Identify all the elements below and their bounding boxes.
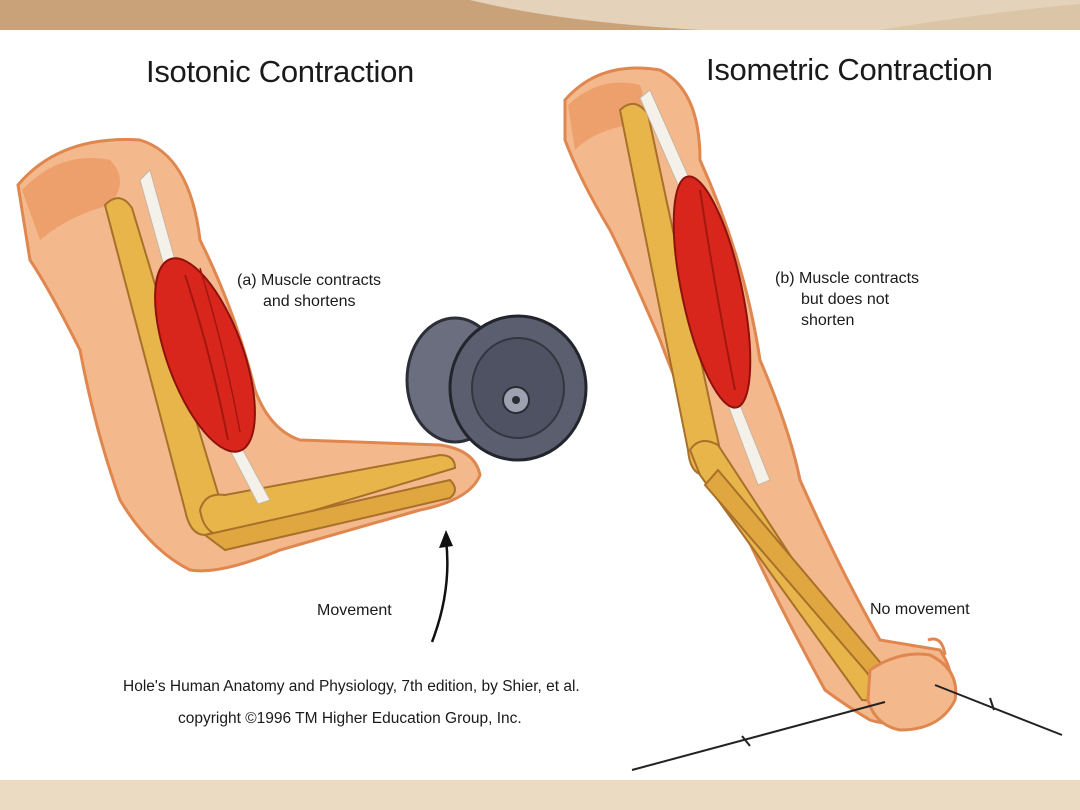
bottom-decorative-band xyxy=(0,780,1080,810)
label-a: (a) Muscle contracts and shortens xyxy=(237,270,381,312)
movement-arrow xyxy=(430,530,453,643)
arm-illustrations xyxy=(16,66,1063,771)
no-movement-label: No movement xyxy=(870,601,970,618)
credit-line1: Hole's Human Anatomy and Physiology, 7th… xyxy=(123,678,580,695)
credit-line2: copyright ©1996 TM Higher Education Grou… xyxy=(178,710,522,727)
isotonic-shoulder xyxy=(22,158,120,240)
label-b-line3: shorten xyxy=(801,312,855,329)
isometric-arm-skin xyxy=(563,66,953,725)
isotonic-radius xyxy=(198,453,457,537)
isometric-biceps-muscle xyxy=(672,175,752,409)
top-decorative-band xyxy=(0,0,1080,30)
isotonic-biceps-muscle xyxy=(154,257,256,453)
fixed-cable xyxy=(631,684,1063,771)
isotonic-ulna xyxy=(202,478,456,552)
isometric-shoulder xyxy=(568,82,644,150)
isometric-title: Isometric Contraction xyxy=(706,52,993,87)
label-a-line1: (a) Muscle contracts xyxy=(237,272,382,289)
label-b-line1: (b) Muscle contracts xyxy=(775,270,920,287)
label-b: (b) Muscle contracts but does not shorte… xyxy=(775,268,919,331)
label-b-line2: but does not xyxy=(801,291,890,308)
movement-label: Movement xyxy=(317,602,392,619)
isotonic-arm-illustration xyxy=(16,138,482,573)
dumbbell-weight xyxy=(405,314,588,462)
isotonic-title: Isotonic Contraction xyxy=(146,54,414,89)
isometric-fist xyxy=(866,652,958,732)
isometric-arm-illustration xyxy=(563,66,958,732)
diagram-canvas: Isotonic Contraction Isometric Contracti… xyxy=(0,30,1080,780)
top-band-swoosh xyxy=(470,0,1080,30)
label-a-line2: and shortens xyxy=(263,293,356,310)
